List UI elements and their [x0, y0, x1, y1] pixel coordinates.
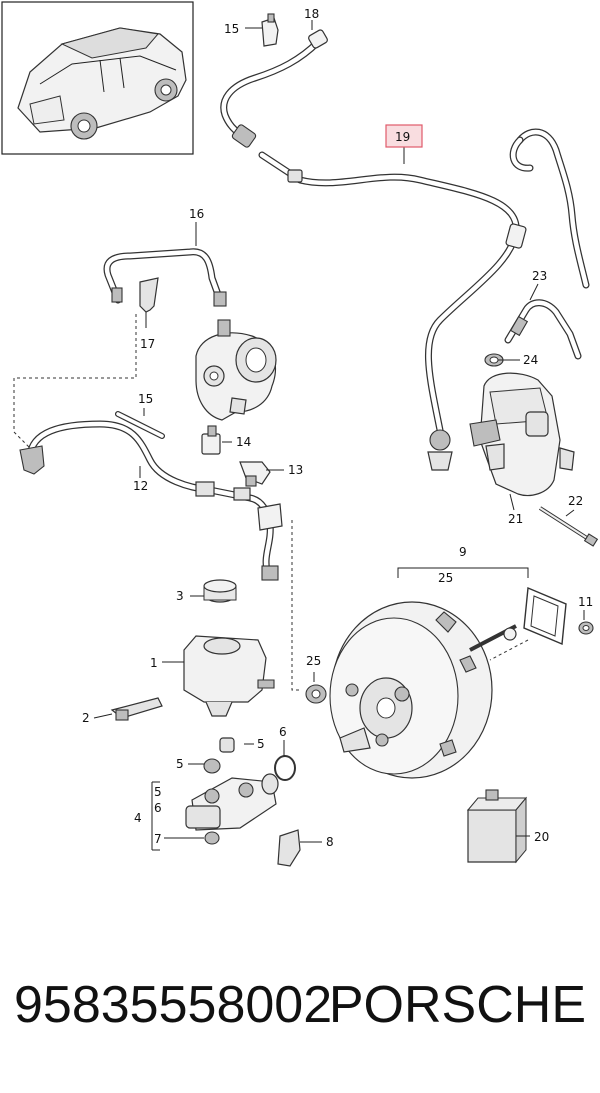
- seal-5-upper: [219, 737, 235, 753]
- brake-fluid-reservoir: [183, 579, 275, 717]
- callout-5-group: 5: [154, 785, 162, 799]
- callout-9: 9: [459, 545, 467, 559]
- brake-vacuum-hose: [220, 29, 590, 471]
- exploded-view-drawing: 15 18 19 16 17 15 12 14 13 23 24 21 22 9…: [1, 1, 599, 867]
- callout-11: 11: [578, 595, 593, 609]
- callout-13: 13: [288, 463, 303, 477]
- grommet-25: [305, 684, 327, 704]
- brand-name: PORSCHE: [328, 976, 586, 1034]
- callout-labels: 15 18 19 16 17 15 12 14 13 23 24 21 22 9…: [82, 7, 593, 849]
- callout-25-grommet: 25: [306, 654, 321, 668]
- callout-12: 12: [133, 479, 148, 493]
- callout-25-booster: 25: [438, 571, 453, 585]
- callout-23: 23: [532, 269, 547, 283]
- callout-5-lower: 5: [176, 757, 184, 771]
- callout-6-oring: 6: [279, 725, 287, 739]
- bolt-22: [538, 506, 599, 547]
- grommet-24: [484, 353, 504, 367]
- master-cylinder: [185, 773, 279, 831]
- check-valve-13: [239, 461, 271, 487]
- vacuum-line-16: [103, 248, 227, 313]
- leader-lines: [93, 20, 585, 851]
- callout-5-upper: 5: [257, 737, 265, 751]
- callout-15-top: 15: [224, 22, 239, 36]
- leader-dash-gasket: [489, 639, 529, 661]
- hose-23: [504, 299, 582, 360]
- gasket-9: [523, 586, 567, 646]
- brake-fluid-can: [466, 789, 528, 864]
- callout-22: 22: [568, 494, 583, 508]
- vacuum-pump: [195, 319, 277, 421]
- o-ring-6: [274, 755, 296, 781]
- leader-dash-mid: [291, 520, 300, 691]
- callout-2: 2: [82, 711, 90, 725]
- bracket-2: [110, 697, 163, 721]
- callout-3: 3: [176, 589, 184, 603]
- callout-18: 18: [304, 7, 319, 21]
- bracket-8: [277, 829, 301, 867]
- callout-17: 17: [140, 337, 155, 351]
- vacuum-line-12: [19, 420, 283, 581]
- check-valve-14: [201, 425, 221, 455]
- callout-20: 20: [534, 830, 549, 844]
- callout-14: 14: [236, 435, 251, 449]
- vehicle-thumbnail: [1, 1, 194, 155]
- callout-15-lower: 15: [138, 392, 153, 406]
- callout-6-group: 6: [154, 801, 162, 815]
- part-number: 95835558002: [14, 976, 333, 1034]
- callout-21: 21: [508, 512, 523, 526]
- nut-11: [578, 621, 594, 635]
- callout-19: 19: [395, 130, 410, 144]
- highlight-box-19: [385, 124, 423, 148]
- parts-diagram: 15 18 19 16 17 15 12 14 13 23 24 21 22 9…: [1, 1, 599, 867]
- callout-8: 8: [326, 835, 334, 849]
- valve-assembly-21: [469, 372, 575, 497]
- callout-7: 7: [154, 832, 162, 846]
- seal-5-lower: [203, 758, 221, 774]
- footer: 95835558002 PORSCHE: [0, 975, 600, 1055]
- bracket-9-25: [397, 567, 529, 578]
- hose-15-lower-inner: [116, 412, 164, 438]
- seal-7: [204, 831, 220, 845]
- callout-4: 4: [134, 811, 142, 825]
- leader-dash-left: [13, 314, 137, 449]
- callout-16: 16: [189, 207, 204, 221]
- brake-booster: [329, 601, 517, 779]
- callout-24: 24: [523, 353, 538, 367]
- callout-1: 1: [150, 656, 158, 670]
- clip-15-top: [261, 13, 279, 47]
